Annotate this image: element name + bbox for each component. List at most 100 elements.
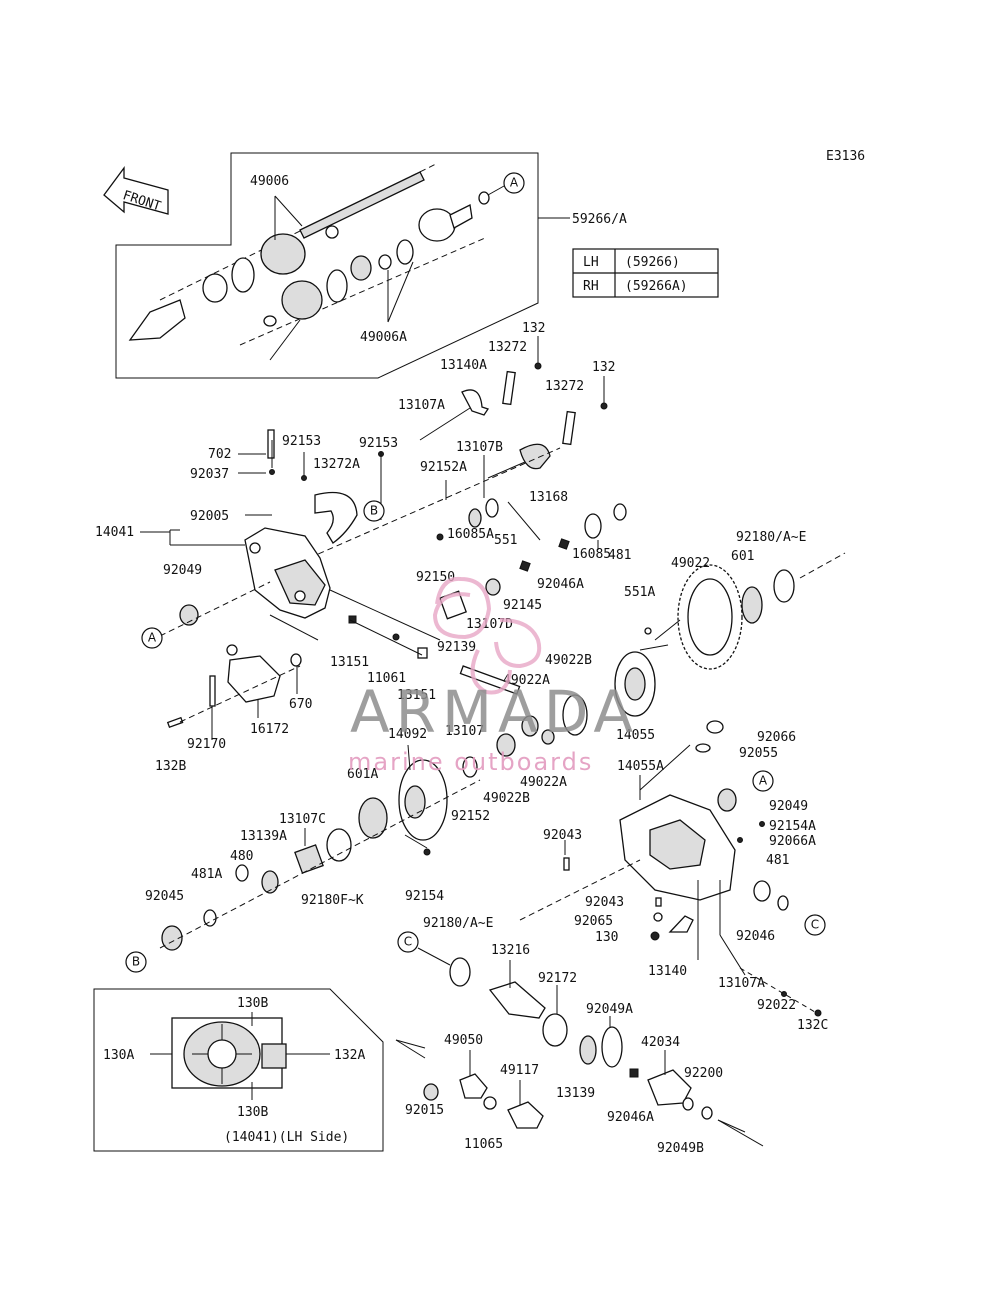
transmission-case-housing [140,514,441,641]
part-label-92154a: 92154A [769,819,816,834]
part-label-92154: 92154 [405,889,444,904]
part-label-13140a: 13140A [440,358,487,373]
part-label-13107b: 13107B [456,440,503,455]
left-output-parts [159,744,481,951]
shift-linkage-parts [267,336,608,563]
part-label-92043-bottom: 92043 [585,895,624,910]
part-label-130b-bottom: 130B [237,1105,268,1120]
part-label-92170: 92170 [187,737,226,752]
part-label-13272-top: 13272 [488,340,527,355]
part-label-92046a-bottom: 92046A [607,1110,654,1125]
ref-letter-b-bottom: B [132,955,140,969]
table-side-lh: LH [583,255,599,270]
part-label-92049b: 92049B [657,1141,704,1156]
diagram-code: E3136 [826,149,865,164]
ref-letter-a-right: A [759,774,768,788]
table-part-rh: (59266A) [625,279,688,294]
part-label-132-mid: 132 [592,360,615,375]
part-label-13272a: 13272A [313,457,360,472]
part-label-92065: 92065 [574,914,613,929]
part-label-92066: 92066 [757,730,796,745]
lh-rh-table: LH (59266) RH (59266A) [572,248,719,298]
part-label-14055: 14055 [616,728,655,743]
part-label-92045: 92045 [145,889,184,904]
part-label-13107a-bottom: 13107A [718,976,765,991]
ref-circle-c-bottom [397,931,419,953]
part-label-92200: 92200 [684,1066,723,1081]
part-label-132c: 132C [797,1018,828,1033]
part-label-92139: 92139 [437,640,476,655]
table-part-lh: (59266) [625,255,680,270]
part-label-92049a: 92049A [586,1002,633,1017]
part-label-92152: 92152 [451,809,490,824]
part-label-13168: 13168 [529,490,568,505]
part-label-480: 480 [230,849,253,864]
part-label-49022b-mid: 49022B [483,791,530,806]
part-label-13140: 13140 [648,964,687,979]
part-label-13107: 13107 [445,724,484,739]
part-label-130a: 130A [103,1048,134,1063]
armada-watermark: ARMADA marine outboards [348,576,639,776]
part-label-92046a-top: 92046A [537,577,584,592]
part-label-92049-left: 92049 [163,563,202,578]
part-label-11065: 11065 [464,1137,503,1152]
part-label-49006a: 49006A [360,330,407,345]
inset-lh-side-view [93,988,384,1152]
part-label-13107c: 13107C [279,812,326,827]
ref-letter-c-right: C [811,918,819,932]
inset-caption: (14041)(LH Side) [224,1130,349,1145]
part-label-551a: 551A [624,585,655,600]
ref-circle-c-right [804,914,826,936]
drive-shaft-assembly [128,162,490,361]
part-label-130: 130 [595,930,618,945]
part-label-49022a-top: 49022A [503,673,550,688]
part-label-702: 702 [208,447,231,462]
part-label-49022: 49022 [671,556,710,571]
part-label-49006: 49006 [250,174,289,189]
differential-ring-gear [459,552,846,757]
shift-actuator [166,644,302,740]
part-label-132a: 132A [334,1048,365,1063]
part-label-59266-a: 59266/A [572,212,627,227]
part-label-14092: 14092 [388,727,427,742]
part-label-49022a-mid: 49022A [520,775,567,790]
part-label-42034: 42034 [641,1035,680,1050]
part-label-92172: 92172 [538,971,577,986]
part-label-49117: 49117 [500,1063,539,1078]
part-label-670: 670 [289,697,312,712]
drive-shaft-group-outline [115,152,539,379]
ref-letter-a-top: A [510,176,519,190]
part-label-481a: 481A [191,867,222,882]
part-label-132-top: 132 [522,321,545,336]
part-label-13272-mid: 13272 [545,379,584,394]
table-side-rh: RH [583,279,599,294]
part-label-14041: 14041 [95,525,134,540]
ref-circle-b-bottom [125,951,147,973]
part-label-92037: 92037 [190,467,229,482]
ref-letter-c-bottom: C [404,935,412,949]
part-label-49022b-top: 49022B [545,653,592,668]
part-label-13139: 13139 [556,1086,595,1101]
part-label-13151-right: 13151 [397,688,436,703]
part-label-92005: 92005 [190,509,229,524]
right-case-housing [519,720,789,976]
propeller-logo-icon [432,576,492,640]
part-label-92055: 92055 [739,746,778,761]
part-label-92022: 92022 [757,998,796,1013]
part-label-13151-left: 13151 [330,655,369,670]
pinion-output-parts [395,960,764,1147]
part-label-92180-a-e-top: 92180/A~E [736,530,806,545]
part-label-92153-left: 92153 [282,434,321,449]
part-label-92066a: 92066A [769,834,816,849]
part-label-92180-a-e-bottom: 92180/A~E [423,916,493,931]
part-label-481-right: 481 [766,853,789,868]
part-label-92046: 92046 [736,929,775,944]
front-direction-arrow: FRONT [103,166,169,215]
part-label-16172: 16172 [250,722,289,737]
part-label-92145: 92145 [503,598,542,613]
part-label-601a: 601A [347,767,378,782]
part-label-14055a: 14055A [617,759,664,774]
ref-circle-a-top [503,172,525,194]
watermark-brand: ARMADA [350,678,639,746]
